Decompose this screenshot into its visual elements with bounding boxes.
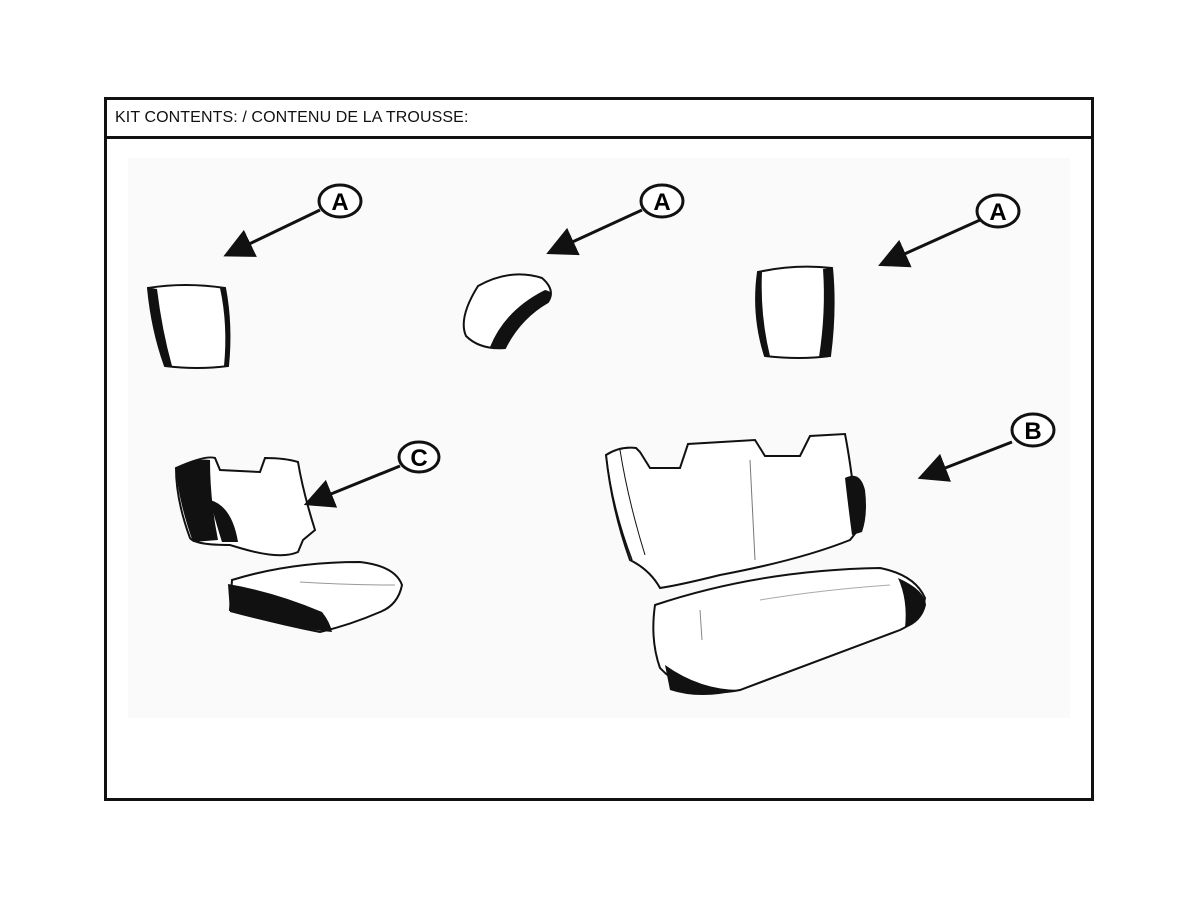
headrest-cover-left xyxy=(146,284,231,369)
callout-c: C xyxy=(303,440,441,508)
bench-seat-cover xyxy=(604,432,927,695)
split-seat-cover xyxy=(174,456,404,634)
callout-a-left: A xyxy=(223,183,363,257)
headrest-cover-middle xyxy=(462,273,552,350)
callout-label-a-left: A xyxy=(331,189,348,216)
callout-label-a-right: A xyxy=(989,199,1006,226)
callout-label-a-middle: A xyxy=(653,189,670,216)
kit-contents-header: KIT CONTENTS: / CONTENU DE LA TROUSSE: xyxy=(107,100,1091,139)
headrest-cover-right xyxy=(755,265,835,359)
callout-b: B xyxy=(917,412,1056,482)
kit-contents-title: KIT CONTENTS: / CONTENU DE LA TROUSSE: xyxy=(115,109,469,126)
callout-a-middle: A xyxy=(546,183,685,256)
callout-a-right: A xyxy=(878,193,1021,268)
callout-label-c: C xyxy=(410,445,427,472)
callout-label-b: B xyxy=(1024,418,1041,445)
